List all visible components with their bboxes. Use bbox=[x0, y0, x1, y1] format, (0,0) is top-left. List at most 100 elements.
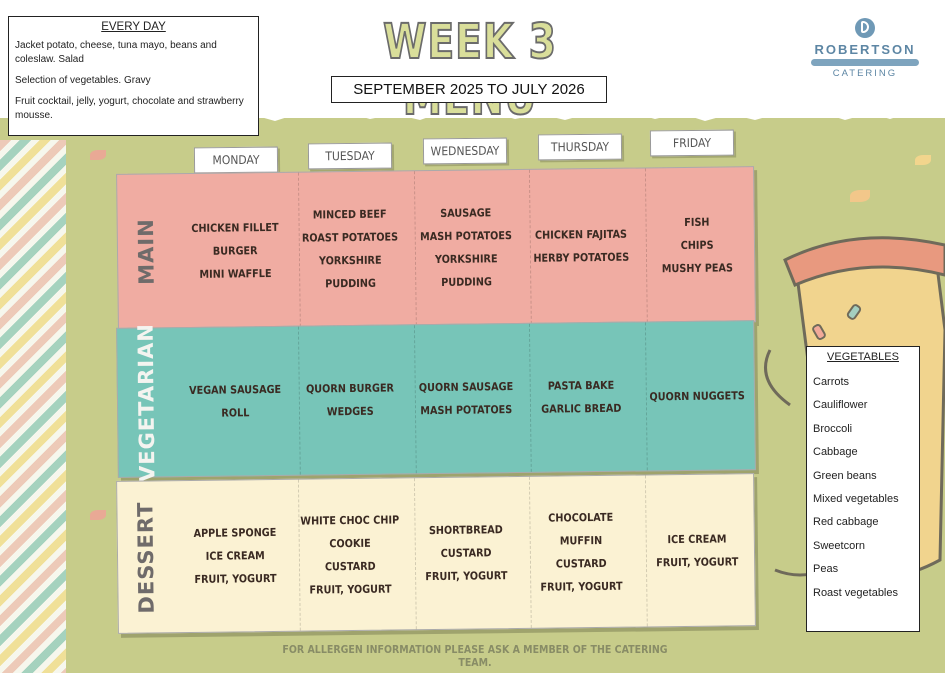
menu-item: GARLIC BREAD bbox=[541, 401, 622, 416]
menu-cell: QUORN NUGGETS bbox=[644, 321, 748, 471]
every-day-line: Selection of vegetables. Gravy bbox=[15, 75, 151, 86]
day-header-wednesday: WEDNESDAY bbox=[422, 137, 508, 165]
menu-item: FRUIT, YOGURT bbox=[540, 579, 623, 594]
dessert-label: DESSERT bbox=[133, 500, 159, 614]
menu-item: MINCED BEEF bbox=[313, 207, 388, 222]
vegetable-item: Cabbage bbox=[813, 446, 858, 459]
menu-cell: CHICKEN FILLET BURGER MINI WAFFLE bbox=[184, 173, 287, 328]
menu-item: FRUIT, YOGURT bbox=[655, 554, 739, 569]
menu-item: CUSTARD bbox=[325, 559, 377, 573]
dessert-section: DESSERT APPLE SPONGE ICE CREAM FRUIT, YOGU… bbox=[116, 473, 756, 634]
vegetarian-section: VEGETARIAN VEGAN SAUSAGE ROLL QUORN BURGE… bbox=[116, 320, 756, 482]
menu-item: FRUIT, YOGURT bbox=[425, 569, 508, 584]
every-day-line: Jacket potato, cheese, tuna mayo, beans … bbox=[15, 40, 217, 65]
menu-item: ROLL bbox=[221, 406, 250, 420]
menu-item: HERBY POTATOES bbox=[533, 250, 630, 265]
vegetarian-row: VEGAN SAUSAGE ROLL QUORN BURGER WEDGES QUO… bbox=[177, 321, 755, 476]
menu-item: YORKSHIRE PUDDING bbox=[319, 253, 383, 291]
page-title: WEEK 3 MENU bbox=[382, 13, 557, 127]
menu-cell: FISH CHIPS MUSHY PEAS bbox=[644, 167, 749, 323]
vegetable-item: Roast vegetables bbox=[813, 586, 898, 599]
section-label: VEGETARIAN bbox=[117, 323, 175, 482]
vegetables-box: VEGETABLES Carrots Cauliflower Broccoli … bbox=[806, 346, 920, 632]
menu-item: SHORTBREAD bbox=[428, 523, 503, 538]
vegetable-item: Red cabbage bbox=[813, 516, 879, 529]
vegetables-heading: VEGETABLES bbox=[827, 351, 899, 363]
vegetable-item: Sweetcorn bbox=[813, 539, 865, 552]
decorative-stripes bbox=[0, 140, 66, 673]
menu-item: ROAST POTATOES bbox=[302, 230, 399, 245]
menu-item: MINI WAFFLE bbox=[199, 266, 272, 281]
menu-item: MASH POTATOES bbox=[419, 229, 512, 244]
menu-item: PASTA BAKE bbox=[547, 378, 615, 393]
menu-item: YORKSHIRE PUDDING bbox=[434, 252, 498, 289]
menu-item: FISH bbox=[683, 215, 710, 229]
menu-item: CUSTARD bbox=[556, 556, 607, 571]
logo-mark-icon bbox=[855, 18, 875, 38]
dessert-row: APPLE SPONGE ICE CREAM FRUIT, YOGURT WHITE… bbox=[177, 474, 755, 632]
menu-cell: MINCED BEEF ROAST POTATOES YORKSHIRE PUDDI… bbox=[298, 171, 402, 327]
every-day-heading: EVERY DAY bbox=[101, 21, 166, 33]
day-header-thursday: THURSDAY bbox=[537, 133, 623, 161]
menu-cell: ICE CREAM FRUIT, YOGURT bbox=[644, 474, 749, 627]
every-day-line: Fruit cocktail, jelly, yogurt, chocolate… bbox=[15, 96, 244, 121]
main-row: CHICKEN FILLET BURGER MINI WAFFLE MINCED B… bbox=[177, 167, 755, 328]
menu-item: CHICKEN FILLET bbox=[191, 220, 279, 235]
menu-item: QUORN BURGER bbox=[306, 381, 395, 396]
autumn-leaf-icon bbox=[90, 510, 106, 520]
logo-bar bbox=[811, 59, 919, 66]
menu-item: ICE CREAM bbox=[205, 549, 265, 563]
menu-cell: QUORN SAUSAGE MASH POTATOES bbox=[413, 324, 518, 474]
every-day-box: EVERY DAY Jacket potato, cheese, tuna ma… bbox=[8, 16, 259, 136]
menu-cell: SHORTBREAD CUSTARD FRUIT, YOGURT bbox=[413, 477, 518, 630]
logo-sub: CATERING bbox=[832, 68, 898, 79]
autumn-leaf-icon bbox=[90, 150, 106, 160]
vegetable-item: Green beans bbox=[813, 469, 877, 482]
menu-item: CHICKEN FAJITAS bbox=[535, 227, 628, 242]
menu-cell: WHITE CHOC CHIP COOKIE CUSTARD FRUIT, YOGUR… bbox=[298, 478, 402, 631]
menu-item: MASH POTATOES bbox=[420, 403, 513, 418]
menu-item: QUORN SAUSAGE bbox=[418, 380, 514, 395]
menu-cell: CHOCOLATE MUFFIN CUSTARD FRUIT, YOGURT bbox=[529, 475, 633, 628]
menu-item: ICE CREAM bbox=[667, 531, 727, 546]
autumn-leaf-icon bbox=[915, 155, 931, 165]
day-header-friday: FRIDAY bbox=[649, 129, 735, 157]
section-label: MAIN bbox=[117, 174, 175, 329]
allergen-footer: FOR ALLERGEN INFORMATION PLEASE ASK A ME… bbox=[282, 643, 668, 669]
vegetable-item: Cauliflower bbox=[813, 399, 868, 412]
menu-cell: CHICKEN FAJITAS HERBY POTATOES bbox=[529, 168, 633, 324]
menu-cell: QUORN BURGER WEDGES bbox=[298, 325, 402, 475]
section-label: DESSERT bbox=[117, 481, 175, 633]
menu-item: FRUIT, YOGURT bbox=[309, 582, 393, 597]
menu-item: WEDGES bbox=[327, 404, 375, 419]
main-label: MAIN bbox=[133, 218, 159, 285]
day-header-tuesday: TUESDAY bbox=[307, 142, 393, 170]
menu-item: MUSHY PEAS bbox=[661, 260, 733, 275]
menu-cell: APPLE SPONGE ICE CREAM FRUIT, YOGURT bbox=[184, 480, 287, 632]
menu-item: QUORN NUGGETS bbox=[649, 388, 745, 403]
menu-cell: PASTA BAKE GARLIC BREAD bbox=[529, 322, 633, 472]
menu-item: FRUIT, YOGURT bbox=[194, 571, 277, 586]
day-header-monday: MONDAY bbox=[193, 146, 279, 174]
logo-name: ROBERTSON bbox=[814, 42, 916, 57]
menu-cell: VEGAN SAUSAGE ROLL bbox=[184, 327, 286, 476]
menu-item: VEGAN SAUSAGE bbox=[188, 382, 282, 398]
date-range: SEPTEMBER 2025 TO JULY 2026 bbox=[331, 76, 607, 103]
menu-item: WHITE CHOC CHIP bbox=[300, 512, 400, 528]
menu-cell: SAUSAGE MASH POTATOES YORKSHIRE PUDDING bbox=[413, 170, 518, 326]
menu-item: BURGER bbox=[212, 243, 258, 258]
vegetable-item: Broccoli bbox=[813, 422, 853, 435]
menu-item: CHOCOLATE MUFFIN bbox=[548, 510, 614, 547]
vegetable-item: Mixed vegetables bbox=[813, 492, 899, 505]
menu-item: APPLE SPONGE bbox=[193, 525, 277, 540]
vegetable-item: Carrots bbox=[813, 376, 850, 388]
vegetarian-label: VEGETARIAN bbox=[133, 322, 159, 483]
autumn-leaf-icon bbox=[850, 190, 870, 202]
menu-item: SAUSAGE bbox=[439, 206, 492, 220]
menu-item: CUSTARD bbox=[440, 546, 492, 560]
main-section: MAIN CHICKEN FILLET BURGER MINI WAFFLE MIN… bbox=[116, 166, 756, 330]
vegetable-item: Peas bbox=[813, 563, 839, 576]
menu-item: CHIPS bbox=[680, 238, 714, 252]
robertson-catering-logo: ROBERTSON CATERING bbox=[805, 18, 925, 79]
menu-item: COOKIE bbox=[329, 536, 372, 550]
